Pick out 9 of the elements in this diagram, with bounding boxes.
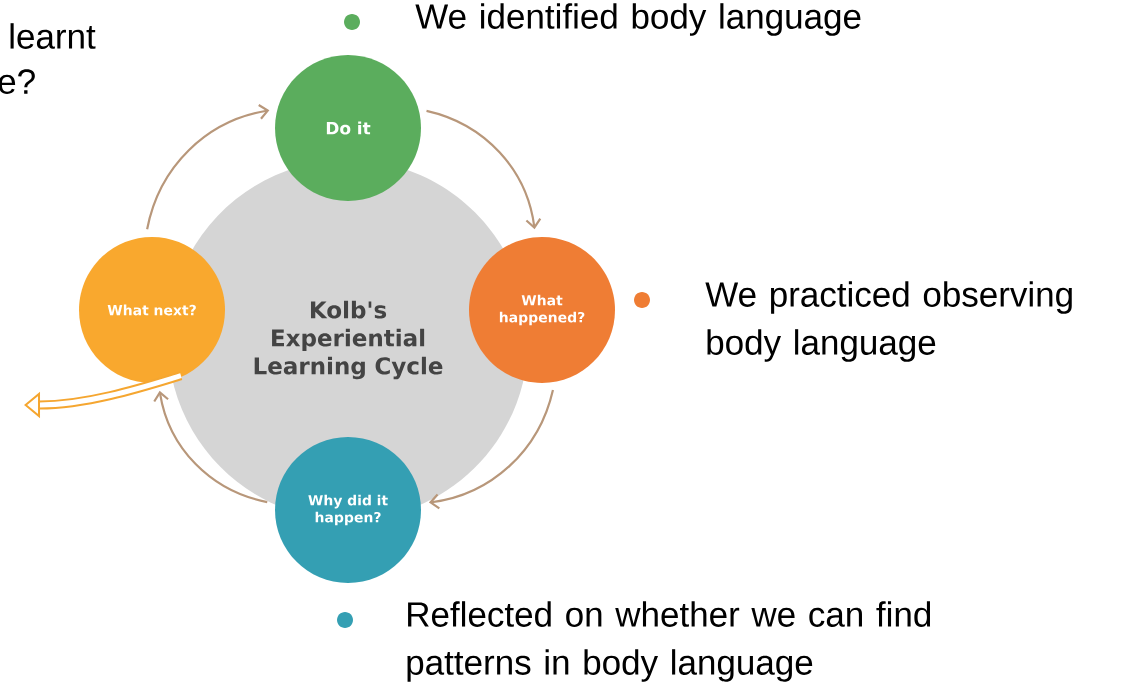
- bullet-text: We practiced observing body language: [705, 281, 1072, 362]
- arrow: [428, 389, 554, 510]
- bullet-text: Reflected on whether we can find patterns in body language: [407, 601, 931, 682]
- arrow: [426, 109, 542, 230]
- arrow: [153, 390, 268, 504]
- arrow: [24, 371, 183, 419]
- bullet-text: We identified body language: [415, 3, 861, 36]
- arrow: [146, 104, 270, 230]
- question-text: learnt: [10, 23, 96, 49]
